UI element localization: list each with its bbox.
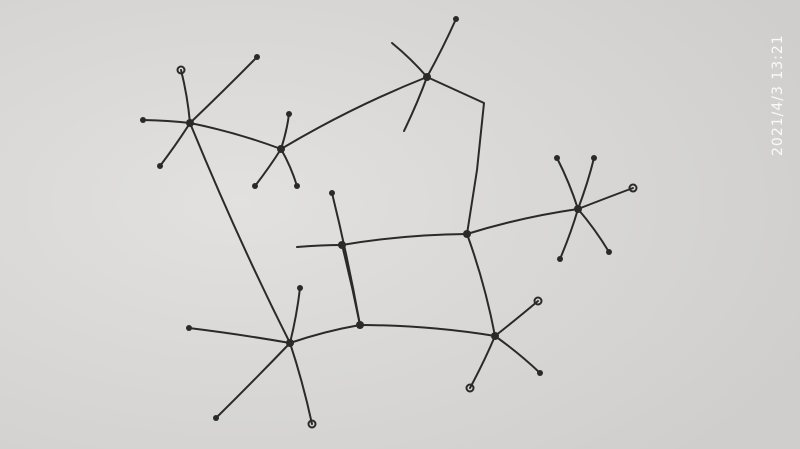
- spoke-end-dot: [537, 370, 543, 376]
- edge-hub-g-hub-h: [289, 324, 361, 344]
- spoke-end-dot: [329, 190, 335, 196]
- spoke-line: [577, 208, 610, 253]
- spoke-end-dot: [557, 256, 563, 262]
- node-hub-f: [574, 205, 582, 213]
- edge-hub-e-hub-i: [466, 233, 496, 337]
- spoke-end-dot: [157, 163, 163, 169]
- spoke-end-dot: [453, 16, 459, 22]
- spoke-end-dot: [213, 415, 219, 421]
- spoke-end-dot: [606, 249, 612, 255]
- spoke-line: [215, 342, 291, 419]
- spoke-line: [556, 157, 579, 210]
- edge-hub-a-hub-b: [189, 122, 282, 150]
- spoke-end-loop: [628, 183, 638, 193]
- spoke-line: [289, 287, 301, 344]
- edge-hub-b-hub-c: [280, 76, 428, 150]
- spoke-line: [189, 56, 258, 124]
- spoke-end-loop: [176, 65, 186, 75]
- spoke-end-dot: [294, 183, 300, 189]
- edge-hub-e-hub-f: [466, 208, 579, 235]
- spoke-line: [331, 192, 361, 326]
- node-hub-h: [356, 321, 364, 329]
- spoke-end-dot: [252, 183, 258, 189]
- node-hub-d: [338, 241, 346, 249]
- spoke-line: [494, 335, 541, 374]
- spoke-line: [188, 327, 291, 344]
- diagram-nodes: [186, 73, 582, 347]
- photo-timestamp: 2021/4/3 13:21: [770, 34, 786, 156]
- spoke-end-dot: [297, 285, 303, 291]
- edge-hub-d-hub-e: [341, 233, 468, 246]
- diagram-edges: [189, 76, 579, 344]
- spoke-line: [159, 122, 191, 167]
- edge-hub-c-hub-e: [426, 76, 485, 235]
- edge-hub-a-hub-g: [189, 122, 291, 344]
- node-hub-a: [186, 119, 194, 127]
- spoke-line: [403, 76, 428, 132]
- diagram-spokes: [140, 16, 638, 429]
- spoke-line: [577, 187, 634, 210]
- node-hub-e: [463, 230, 471, 238]
- spoke-line: [559, 208, 579, 260]
- spoke-line: [577, 157, 595, 210]
- spoke-line: [426, 18, 457, 78]
- node-hub-i: [491, 332, 499, 340]
- node-hub-g: [286, 339, 294, 347]
- node-hub-b: [277, 145, 285, 153]
- spoke-end-dot: [286, 111, 292, 117]
- spoke-end-loop: [307, 419, 317, 429]
- spoke-end-dot: [186, 325, 192, 331]
- edge-hub-h-hub-i: [359, 324, 496, 337]
- spoke-end-dot: [140, 117, 146, 123]
- spoke-end-dot: [554, 155, 560, 161]
- spoke-end-loop: [533, 296, 543, 306]
- spoke-end-dot: [254, 54, 260, 60]
- spoke-line: [469, 335, 496, 389]
- spoke-line: [289, 342, 313, 425]
- spoke-end-dot: [591, 155, 597, 161]
- node-hub-c: [423, 73, 431, 81]
- spoke-end-loop: [465, 383, 475, 393]
